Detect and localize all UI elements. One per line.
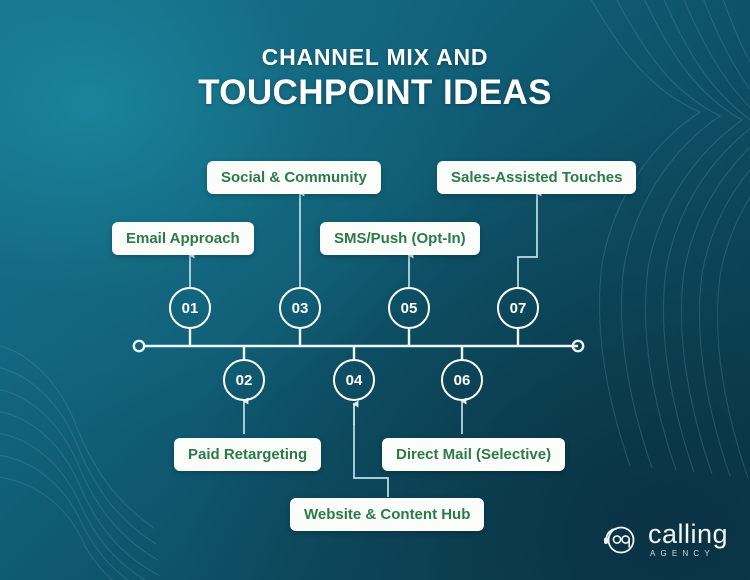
- label-chip-paid-retargeting[interactable]: Paid Retargeting: [174, 438, 322, 472]
- title-line-1: CHANNEL MIX AND: [261, 44, 489, 70]
- timeline-node-04[interactable]: 04: [333, 359, 375, 401]
- logo-name: calling: [647, 518, 728, 549]
- timeline-node-07[interactable]: 07: [497, 287, 539, 329]
- timeline-end-endpoint: [571, 339, 585, 353]
- label-chip-website-content-hub[interactable]: Website & Content Hub: [290, 498, 485, 532]
- timeline-node-06[interactable]: 06: [441, 359, 483, 401]
- label-chip-sales-assisted-touches[interactable]: Sales-Assisted Touches: [437, 161, 637, 195]
- timeline-node-01[interactable]: 01: [169, 287, 211, 329]
- timeline-node-02[interactable]: 02: [223, 359, 265, 401]
- logo-subtitle: AGENCY: [649, 548, 715, 558]
- calling-agency-logo: calling AGENCY: [600, 520, 728, 558]
- logo-wordmark: calling AGENCY: [647, 518, 728, 558]
- title-line-2: TOUCHPOINT IDEAS: [198, 73, 552, 113]
- label-chip-email-approach[interactable]: Email Approach: [112, 222, 254, 256]
- label-chip-social-community[interactable]: Social & Community: [207, 161, 381, 195]
- timeline-node-03[interactable]: 03: [279, 287, 321, 329]
- timeline-start-endpoint: [132, 339, 146, 353]
- label-chip-direct-mail[interactable]: Direct Mail (Selective): [382, 438, 566, 472]
- calling-agency-headset-icon: [603, 526, 635, 554]
- timeline-node-05[interactable]: 05: [388, 287, 430, 329]
- page-title: CHANNEL MIX AND TOUCHPOINT IDEAS: [0, 44, 750, 114]
- label-chip-sms-push[interactable]: SMS/Push (Opt-In): [320, 222, 480, 256]
